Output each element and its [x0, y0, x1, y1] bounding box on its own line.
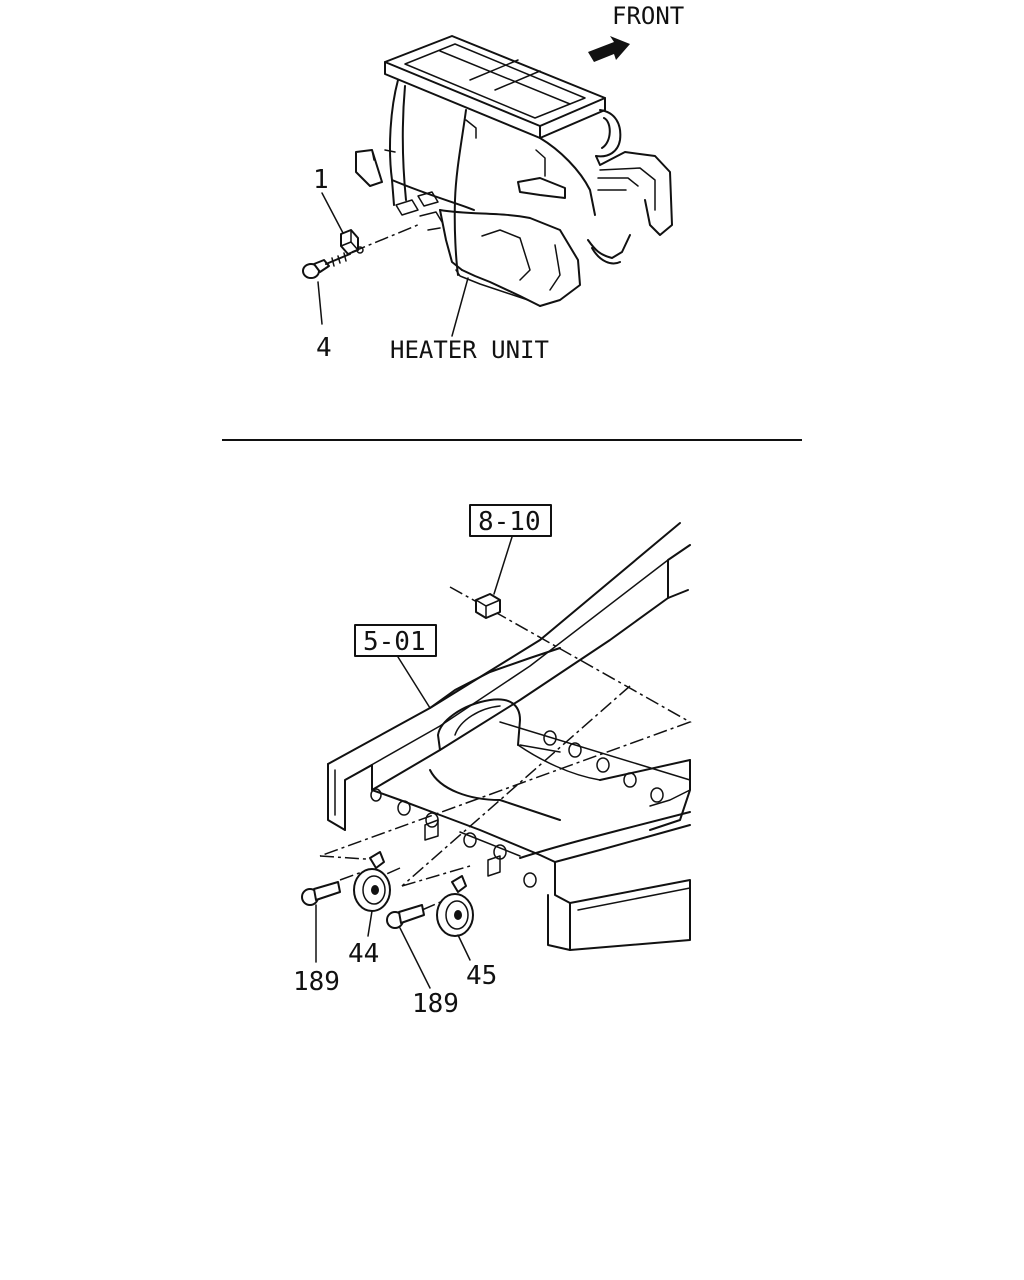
part-1-clip	[340, 229, 364, 255]
callout-189-right: 189	[412, 989, 459, 1019]
bolt-189-right	[386, 904, 425, 929]
heater-unit-drawing	[355, 35, 673, 307]
leader-189-right	[399, 927, 431, 989]
leader-44	[367, 910, 373, 937]
callout-4: 4	[316, 333, 332, 363]
front-label: FRONT	[612, 2, 684, 30]
ref-label-5-01: 5-01	[363, 627, 426, 657]
leader-4	[317, 281, 323, 325]
leader-8-10	[493, 536, 513, 595]
part-4-screw	[302, 252, 351, 279]
front-arrow-icon	[588, 36, 630, 62]
horn-45	[436, 875, 474, 937]
leader-45	[457, 934, 471, 961]
assembly-line	[351, 223, 421, 253]
callout-189-left: 189	[293, 967, 340, 997]
ref-label-8-10: 8-10	[478, 507, 541, 537]
chassis-frame-drawing	[327, 522, 691, 951]
leader-5-01	[397, 656, 431, 709]
leader-1	[321, 192, 344, 234]
connector-part	[475, 593, 501, 619]
bolt-189-left	[301, 881, 341, 906]
ref-box-8-10	[469, 504, 552, 537]
lower-figure: 8-10 5-01 44 45 189 189	[293, 504, 692, 1019]
leader-heater-unit	[451, 277, 469, 337]
callout-1: 1	[313, 165, 329, 195]
upper-figure: FRONT	[302, 2, 684, 364]
heater-unit-label: HEATER UNIT	[390, 336, 549, 364]
callout-45: 45	[466, 961, 497, 991]
ref-box-5-01	[354, 624, 437, 657]
horn-44	[353, 851, 391, 912]
callout-44: 44	[348, 939, 379, 969]
